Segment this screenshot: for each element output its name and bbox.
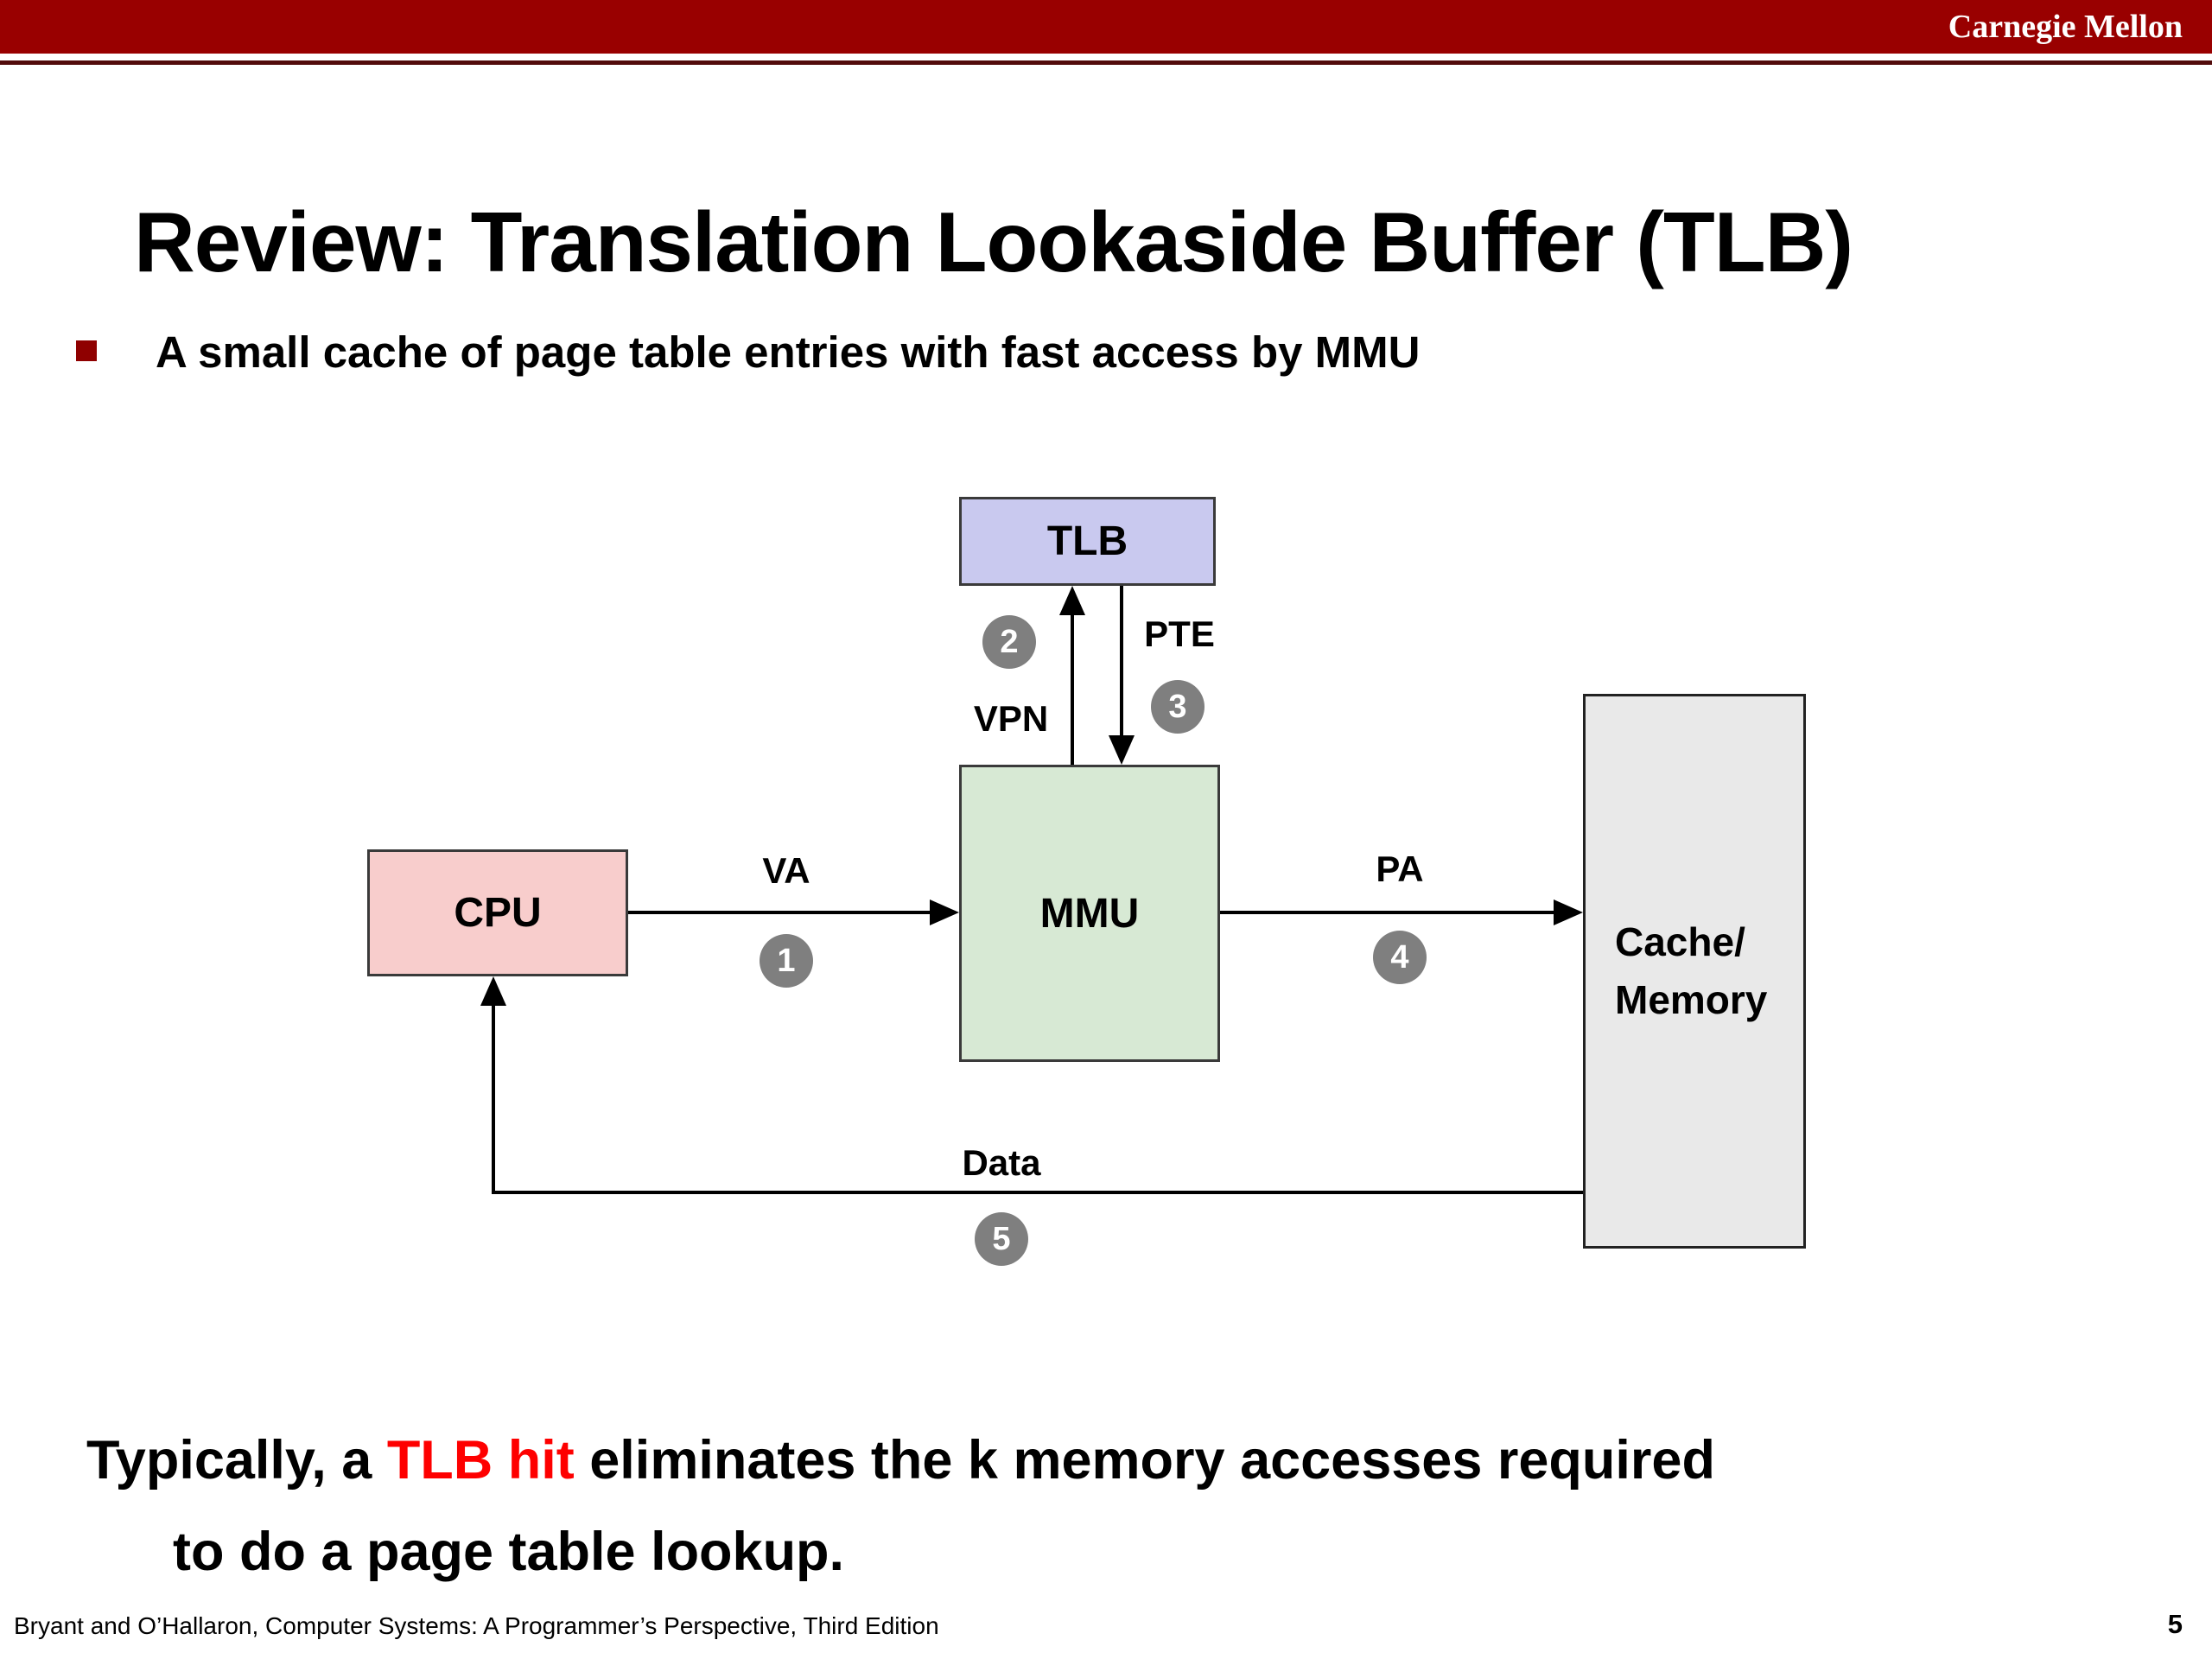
pa-arrow: [1220, 899, 1583, 925]
step-4-badge: 4: [1373, 931, 1427, 984]
takeaway-highlight: TLB hit: [386, 1430, 575, 1491]
pa-label: PA: [1376, 849, 1424, 889]
header-rule: [0, 60, 2212, 65]
vpn-arrow: [1059, 586, 1085, 765]
step-5-badge: 5: [975, 1212, 1028, 1266]
page-title: Review: Translation Lookaside Buffer (TL…: [134, 194, 1853, 289]
tlb-box-label: TLB: [1046, 518, 1128, 564]
pte-label: PTE: [1144, 613, 1215, 654]
bullet-text: A small cache of page table entries with…: [156, 327, 1421, 377]
va-arrow: [628, 899, 959, 925]
header-band: Carnegie Mellon: [0, 0, 2212, 54]
cache-memory-box: Cache/ Memory: [1583, 694, 1806, 1249]
step-3-badge: 3: [1151, 680, 1205, 734]
cache-box-label-line2: Memory: [1615, 977, 1768, 1022]
takeaway-line1: Typically, a TLB hit eliminates the k me…: [86, 1415, 1715, 1507]
tlb-box: TLB: [959, 497, 1216, 586]
takeaway-prefix: Typically, a: [86, 1430, 387, 1491]
pte-arrow: [1109, 586, 1135, 765]
step-1-badge: 1: [760, 934, 813, 988]
mmu-box-label: MMU: [1039, 890, 1140, 937]
cpu-box-label: CPU: [454, 890, 542, 936]
takeaway-line2: to do a page table lookup.: [173, 1521, 845, 1582]
takeaway-suffix: eliminates the k memory accesses require…: [574, 1430, 1715, 1491]
footer-attribution: Bryant and O’Hallaron, Computer Systems:…: [14, 1612, 939, 1639]
va-label: VA: [762, 850, 810, 891]
mmu-box: MMU: [959, 765, 1220, 1062]
takeaway-text: Typically, a TLB hit eliminates the k me…: [86, 1415, 1715, 1599]
vpn-label: VPN: [973, 698, 1049, 739]
data-label: Data: [962, 1142, 1041, 1183]
bullet-square-icon: [76, 340, 97, 361]
bullet-item: A small cache of page table entries with…: [76, 327, 1420, 378]
page-number: 5: [2167, 1609, 2183, 1639]
step-2-badge: 2: [982, 615, 1036, 669]
cpu-box: CPU: [367, 849, 628, 976]
cache-box-label-line1: Cache/: [1615, 919, 1745, 965]
carnegie-mellon-wordmark: Carnegie Mellon: [1948, 9, 2183, 45]
